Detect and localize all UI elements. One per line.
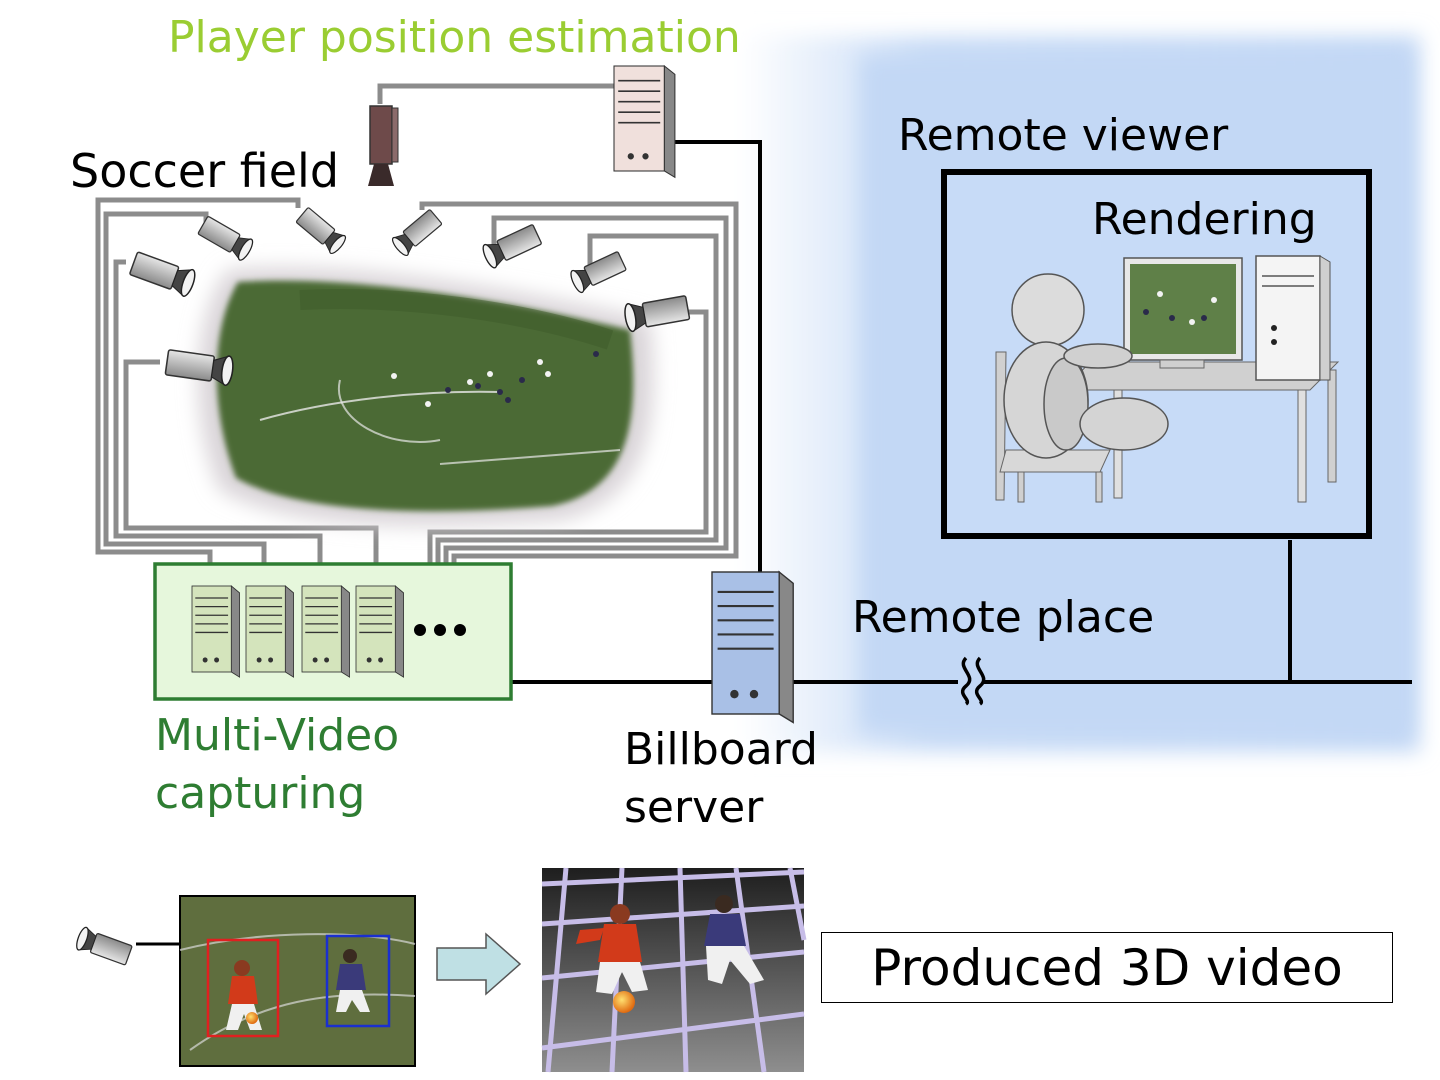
produced-3d-video-label: Produced 3D video: [821, 932, 1393, 1003]
remote-viewer-label: Remote viewer: [898, 110, 1229, 161]
captured-frame-image: [179, 895, 416, 1067]
overhead-camera-icon: [368, 105, 399, 186]
estimation-server-icon: [613, 65, 676, 179]
billboard-server-icon: [710, 570, 795, 724]
capturing-label: capturing: [155, 768, 366, 819]
ellipsis-icon: [414, 624, 466, 636]
video-camera-icon: [567, 249, 628, 295]
seated-person-icon: [1003, 273, 1169, 459]
soccer-field-image: [198, 267, 654, 526]
right-arrow-icon: [436, 932, 522, 996]
rendering-label: Rendering: [1092, 194, 1317, 245]
server-label: server: [624, 782, 764, 833]
network-lines: [512, 140, 1412, 684]
multi-video-capture-box: [153, 562, 513, 701]
remote-place-label: Remote place: [852, 592, 1155, 643]
player-position-estimation-label: Player position estimation: [168, 12, 741, 63]
network-break-icon: [960, 656, 986, 706]
video-camera-icon: [389, 207, 444, 259]
rendered-3d-image: [541, 867, 807, 1073]
billboard-label: Billboard: [624, 724, 818, 775]
camera-wires: [95, 83, 739, 584]
multi-video-label: Multi-Video: [155, 710, 400, 761]
capture-camera-icon: [73, 925, 180, 968]
video-camera-icon: [196, 214, 256, 263]
video-camera-icon: [294, 205, 349, 257]
remote-viewer-box: [941, 169, 1372, 539]
video-camera-icon: [479, 222, 544, 271]
soccer-field-label: Soccer field: [70, 144, 340, 198]
video-camera-icon: [622, 292, 691, 333]
video-camera-icon: [128, 249, 199, 299]
